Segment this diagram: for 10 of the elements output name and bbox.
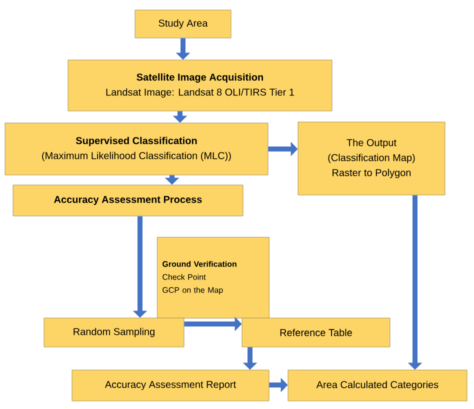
process-box: Random Sampling xyxy=(44,318,184,348)
process-box: Accuracy Assessment Process xyxy=(12,184,244,216)
process-box: Satellite Image Acquisition Landsat Image: Landsat 8 OLI/TIRS Tier 1 xyxy=(68,60,332,112)
process-box: The Output (Classification Map) Raster to Polygon xyxy=(298,122,446,196)
process-box: Study Area xyxy=(134,10,232,38)
process-box: Area Calculated Categories xyxy=(288,370,468,402)
process-box: Reference Table xyxy=(242,318,390,348)
process-box: Ground Verification Check Point GCP on the Map xyxy=(157,237,270,318)
process-box: Supervised Classification (Maximum Likelihood Classification (MLC)) xyxy=(4,122,268,176)
process-box: Accuracy Assessment Report xyxy=(72,370,270,402)
